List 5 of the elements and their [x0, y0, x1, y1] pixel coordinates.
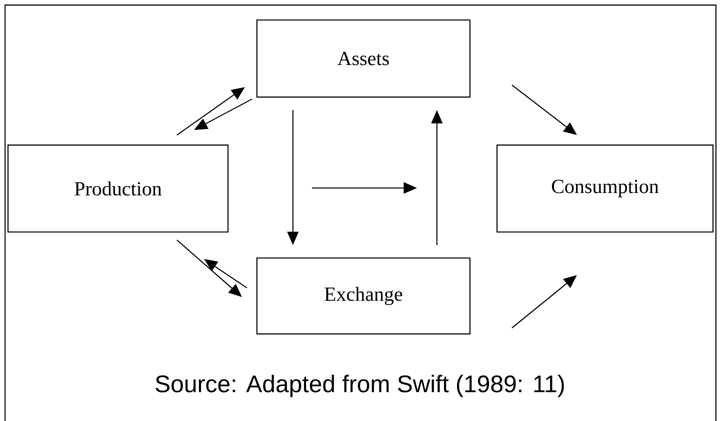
caption: Source: Adapted from Swift (1989: 11)	[156, 374, 564, 398]
process-box: Exchange	[256, 257, 470, 334]
process-box: Assets	[256, 19, 470, 98]
process-box: Production	[7, 144, 229, 232]
process-box: Consumption	[496, 144, 714, 232]
